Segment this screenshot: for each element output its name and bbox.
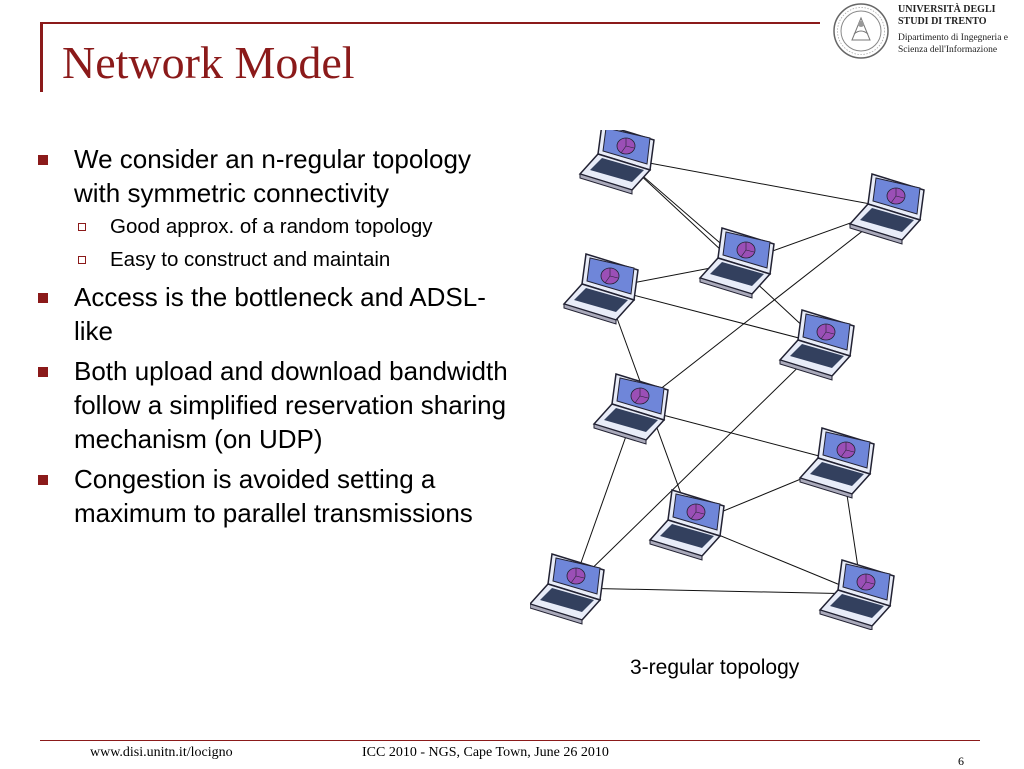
laptop-icon <box>563 253 639 325</box>
bullet-item: Congestion is avoided setting a maximum … <box>34 462 524 530</box>
topology-edge <box>571 343 823 589</box>
slide-title: Network Model <box>62 37 355 88</box>
bullet-item: Access is the bottleneck and ADSL-like <box>34 280 524 348</box>
university-logo: UNIVERSITÀ DEGLI STUDI DI TRENTO Diparti… <box>832 2 1022 64</box>
topology-edge <box>635 207 893 409</box>
hollow-square-bullet-icon <box>78 223 86 231</box>
bullet-item: Both upload and download bandwidth follo… <box>34 354 524 456</box>
bullet-text: We consider an n-regular topology with s… <box>74 144 471 208</box>
sub-bullet-text: Good approx. of a random topology <box>110 215 433 238</box>
sub-bullet-text: Easy to construct and maintain <box>110 248 391 271</box>
laptop-icon <box>530 553 605 625</box>
diagram-caption: 3-regular topology <box>630 656 800 679</box>
university-name: UNIVERSITÀ DEGLI STUDI DI TRENTO <box>898 4 996 27</box>
bullet-text: Access is the bottleneck and ADSL-like <box>74 282 486 346</box>
bullet-text: Both upload and download bandwidth follo… <box>74 356 508 454</box>
topology-edge <box>635 407 843 463</box>
laptop-icon <box>579 130 655 195</box>
laptop-icon <box>779 309 855 381</box>
laptop-icon <box>799 427 875 499</box>
hollow-square-bullet-icon <box>78 256 86 264</box>
department-name: Dipartimento di Ingegneria e Scienza del… <box>898 33 1009 55</box>
laptop-icon <box>849 173 925 245</box>
sub-bullet-item: Easy to construct and maintain <box>74 247 524 272</box>
footer-url: www.disi.unitn.it/locigno <box>90 745 233 760</box>
bullet-text: Congestion is avoided setting a maximum … <box>74 464 473 528</box>
bullet-item: We consider an n-regular topology with s… <box>34 142 524 272</box>
university-seal-icon <box>833 3 889 59</box>
topology-edge <box>605 287 823 345</box>
topology-edge <box>571 587 863 595</box>
page-number: 6 <box>958 754 964 768</box>
laptop-icon <box>699 227 775 299</box>
sub-bullet-item: Good approx. of a random topology <box>74 214 524 239</box>
title-accent-bar <box>40 22 43 92</box>
network-topology-diagram <box>530 130 925 630</box>
topology-nodes <box>530 130 925 630</box>
footer-rule <box>40 740 980 741</box>
square-bullet-icon <box>38 367 48 377</box>
laptop-icon <box>593 373 669 445</box>
square-bullet-icon <box>38 475 48 485</box>
title-rule <box>40 22 820 24</box>
laptop-icon <box>819 559 895 630</box>
footer-event: ICC 2010 - NGS, Cape Town, June 26 2010 <box>362 745 609 760</box>
square-bullet-icon <box>38 293 48 303</box>
square-bullet-icon <box>38 155 48 165</box>
topology-edge <box>621 157 893 209</box>
bullet-list: We consider an n-regular topology with s… <box>34 142 524 536</box>
sub-bullet-list: Good approx. of a random topology Easy t… <box>74 214 524 272</box>
